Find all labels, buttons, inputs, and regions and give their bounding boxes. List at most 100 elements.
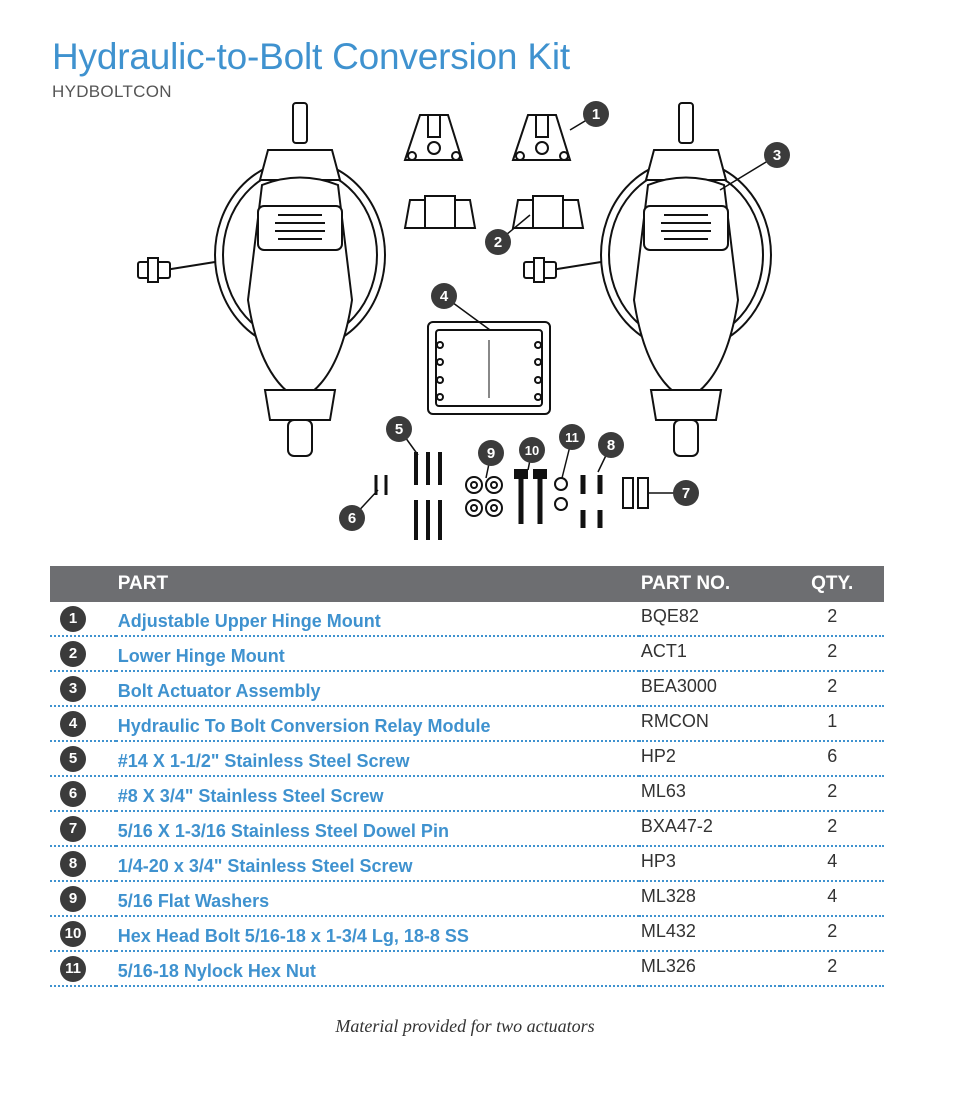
part-no-cell: ML63 xyxy=(638,776,781,812)
part-name-cell: Hydraulic To Bolt Conversion Relay Modul… xyxy=(115,706,639,742)
part-no-cell: ML326 xyxy=(638,951,781,987)
table-row: 7 5/16 X 1-3/16 Stainless Steel Dowel Pin… xyxy=(50,811,884,847)
hex-bolts-drawing xyxy=(514,469,547,524)
row-number-badge: 9 xyxy=(60,885,86,912)
part-number: HP3 xyxy=(640,851,676,871)
qty-cell: 2 xyxy=(780,636,884,672)
page-title: Hydraulic-to-Bolt Conversion Kit xyxy=(52,36,570,77)
row-number-badge: 11 xyxy=(60,955,86,982)
quantity: 2 xyxy=(827,641,838,661)
part-name: #8 X 3/4" Stainless Steel Screw xyxy=(117,786,384,806)
quantity: 2 xyxy=(827,606,838,626)
part-no-cell: BXA47-2 xyxy=(638,811,781,847)
quantity: 1 xyxy=(827,711,838,731)
svg-text:2: 2 xyxy=(494,234,502,251)
qty-cell: 2 xyxy=(780,951,884,987)
part-number: ACT1 xyxy=(640,641,687,661)
screws-14-drawing xyxy=(414,452,442,540)
row-number-cell: 7 xyxy=(50,811,116,847)
screws-1-4-drawing xyxy=(580,475,603,528)
row-number-cell: 10 xyxy=(50,916,116,952)
table-row: 4 Hydraulic To Bolt Conversion Relay Modu… xyxy=(50,706,884,742)
upper-hinge-mounts-drawing xyxy=(403,114,572,161)
quantity: 2 xyxy=(827,781,838,801)
row-number-cell: 8 xyxy=(50,846,116,882)
row-number-cell: 9 xyxy=(50,881,116,917)
table-row: 1 Adjustable Upper Hinge Mount BQE82 2 xyxy=(50,602,884,637)
qty-cell: 2 xyxy=(780,776,884,812)
qty-cell: 4 xyxy=(780,881,884,917)
screws-8-drawing xyxy=(374,475,388,495)
callout-4: 4 xyxy=(431,283,457,309)
part-name-cell: Adjustable Upper Hinge Mount xyxy=(115,602,639,637)
row-number-cell: 6 xyxy=(50,776,116,812)
table-row: 6 #8 X 3/4" Stainless Steel Screw ML63 2 xyxy=(50,776,884,812)
row-number-cell: 5 xyxy=(50,741,116,777)
part-number: HP2 xyxy=(640,746,676,766)
table-row: 10 Hex Head Bolt 5/16-18 x 1-3/4 Lg, 18-8… xyxy=(50,916,884,952)
callout-3: 3 xyxy=(764,142,790,168)
part-number: ML326 xyxy=(640,956,696,976)
part-no-cell: ACT1 xyxy=(638,636,781,672)
row-number-cell: 2 xyxy=(50,636,116,672)
svg-text:7: 7 xyxy=(682,485,690,502)
part-no-cell: HP2 xyxy=(638,741,781,777)
part-name: Bolt Actuator Assembly xyxy=(117,681,321,701)
part-name-cell: 5/16-18 Nylock Hex Nut xyxy=(115,951,639,987)
nylock-nuts-drawing xyxy=(554,477,568,511)
callout-2: 2 xyxy=(485,229,511,255)
part-name-cell: #14 X 1-1/2" Stainless Steel Screw xyxy=(115,741,639,777)
callout-7: 7 xyxy=(673,480,699,506)
row-number-badge: 3 xyxy=(60,675,86,702)
part-number: ML328 xyxy=(640,886,696,906)
part-name: Adjustable Upper Hinge Mount xyxy=(117,611,381,631)
part-name-cell: #8 X 3/4" Stainless Steel Screw xyxy=(115,776,639,812)
table-row: 9 5/16 Flat Washers ML328 4 xyxy=(50,881,884,917)
svg-text:6: 6 xyxy=(348,510,356,527)
qty-cell: 2 xyxy=(780,602,884,637)
qty-cell: 2 xyxy=(780,811,884,847)
callout-1: 1 xyxy=(583,101,609,127)
table-row: 5#14 X 1-1/2" Stainless Steel Screw HP2 6 xyxy=(50,741,884,777)
part-no-cell: HP3 xyxy=(638,846,781,882)
callout-5: 5 xyxy=(386,416,412,442)
svg-text:3: 3 xyxy=(773,147,781,164)
part-no-cell: BEA3000 xyxy=(638,671,781,707)
row-number-badge: 1 xyxy=(60,605,86,632)
part-number: BQE82 xyxy=(640,606,699,626)
callout-6: 6 xyxy=(339,505,365,531)
part-no-cell: ML432 xyxy=(638,916,781,952)
relay-module-drawing xyxy=(427,321,551,415)
part-name-cell: Hex Head Bolt 5/16-18 x 1-3/4 Lg, 18-8 S… xyxy=(115,916,639,952)
svg-text:11: 11 xyxy=(565,430,579,445)
part-name: #14 X 1-1/2" Stainless Steel Screw xyxy=(117,751,410,771)
quantity: 2 xyxy=(827,956,838,976)
callout-11: 11 xyxy=(559,424,585,450)
row-number-badge: 4 xyxy=(60,710,86,737)
part-number: ML63 xyxy=(640,781,686,801)
row-number-badge: 10 xyxy=(60,920,86,947)
part-number: BEA3000 xyxy=(640,676,717,696)
part-no-cell: RMCON xyxy=(638,706,781,742)
callout-9: 9 xyxy=(478,440,504,466)
header-number xyxy=(50,566,116,602)
dowel-pins-drawing xyxy=(622,477,649,509)
quantity: 6 xyxy=(827,746,838,766)
quantity: 2 xyxy=(827,921,838,941)
svg-text:8: 8 xyxy=(607,437,615,454)
row-number-badge: 7 xyxy=(60,815,86,842)
part-name: Hex Head Bolt 5/16-18 x 1-3/4 Lg, 18-8 S… xyxy=(117,926,469,946)
row-number-badge: 6 xyxy=(60,780,86,807)
svg-text:4: 4 xyxy=(440,288,449,305)
right-actuator-drawing xyxy=(523,102,772,457)
part-name: 5/16 X 1-3/16 Stainless Steel Dowel Pin xyxy=(117,821,449,841)
left-actuator-drawing xyxy=(137,102,386,457)
part-name: 5/16 Flat Washers xyxy=(117,891,270,911)
part-name-cell: 5/16 X 1-3/16 Stainless Steel Dowel Pin xyxy=(115,811,639,847)
svg-text:9: 9 xyxy=(487,445,495,462)
part-no-cell: ML328 xyxy=(638,881,781,917)
